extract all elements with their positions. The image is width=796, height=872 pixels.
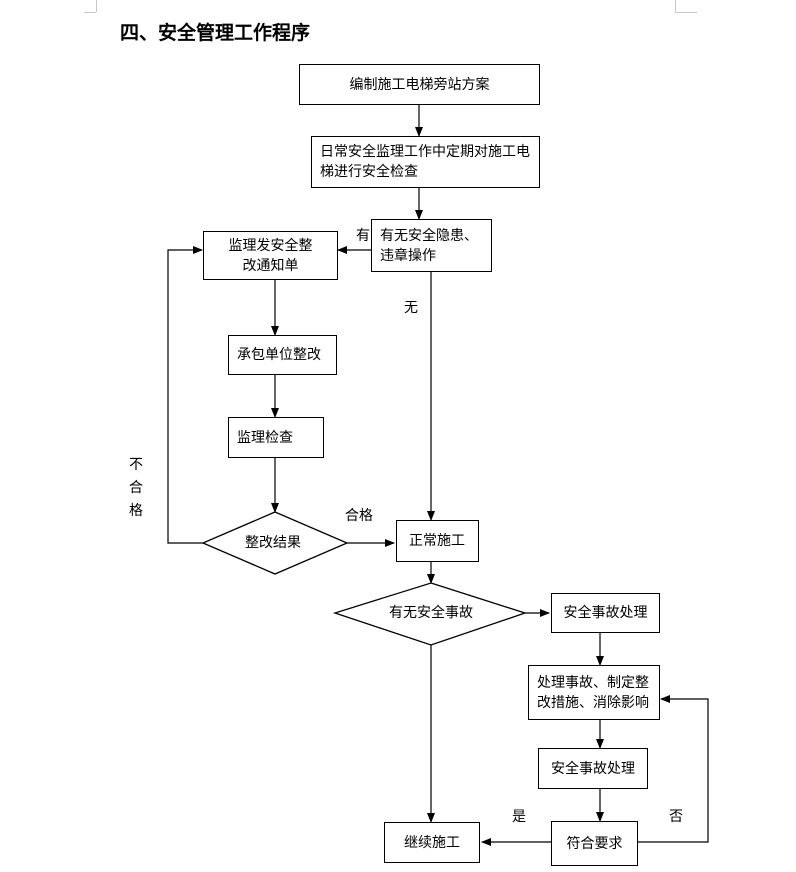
node-accident-question-text: 有无安全事故	[389, 605, 473, 621]
node-hazard-question: 有无安全隐患、违章操作	[371, 219, 492, 272]
label-qualified: 合格	[345, 508, 373, 524]
label-meets-yes: 是	[512, 809, 526, 825]
label-no-hazard: 无	[404, 300, 418, 316]
diamond-accident-q-shape	[332, 582, 528, 646]
node-rectify-result-text: 整改结果	[245, 535, 301, 551]
page-corner-mark-right	[675, 0, 676, 12]
node-meets-requirements: 符合要求	[551, 821, 638, 866]
node-accident-handle-2: 安全事故处理	[538, 748, 648, 789]
node-continue-construction: 继续施工	[384, 822, 480, 863]
node-rectify-notice: 监理发安全整改通知单	[203, 231, 338, 280]
label-has-hazard: 有	[356, 228, 370, 244]
node-supervision-check: 监理检查	[228, 417, 324, 458]
node-contractor-rectify: 承包单位整改	[228, 335, 337, 375]
page-corner-mark-left-h	[84, 12, 96, 13]
node-plan: 编制施工电梯旁站方案	[299, 64, 540, 105]
page-corner-mark-right-h	[675, 12, 697, 13]
edge-result-unqualified-loop	[167, 246, 203, 544]
label-meets-no: 否	[669, 809, 683, 825]
node-handle-measures: 处理事故、制定整改措施、消除影响	[528, 665, 660, 720]
section-heading: 四、安全管理工作程序	[120, 22, 311, 44]
page-corner-mark-left	[96, 0, 97, 12]
diamond-rectify-result-shape	[201, 511, 349, 575]
node-daily-check: 日常安全监理工作中定期对施工电梯进行安全检查	[311, 136, 540, 188]
edge-meets-no-loop	[638, 695, 709, 843]
label-unqualified: 不合格	[129, 457, 143, 519]
node-accident-handle: 安全事故处理	[551, 593, 660, 633]
node-normal-construction: 正常施工	[396, 520, 479, 562]
